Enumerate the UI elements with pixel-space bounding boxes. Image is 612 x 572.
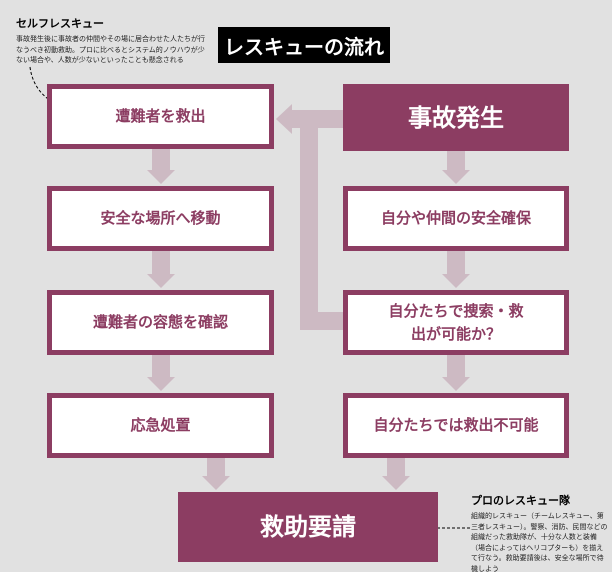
arrow-shaft: [152, 355, 170, 379]
arrow-shaft: [387, 458, 405, 478]
self-rescue-heading: セルフレスキュー: [16, 17, 104, 30]
step-move-to-safety: 安全な場所へ移動: [47, 186, 274, 251]
step-cannot-rescue: 自分たちでは救出不可能: [343, 393, 569, 458]
arrow-head: [147, 274, 175, 288]
arrow-head: [442, 274, 470, 288]
loop-arrow-vertical: [300, 110, 318, 330]
step-can-we-rescue: 自分たちで捜索・救出が可能か？: [343, 290, 569, 355]
arrow-shaft: [447, 150, 465, 170]
self-rescue-note: セルフレスキュー 事故発生後に事故者の仲間やその場に居合わせた人たちが行なうべき…: [16, 15, 206, 66]
arrow-head: [147, 170, 175, 184]
step-request-rescue: 救助要請: [178, 492, 438, 562]
loop-arrow-top: [290, 110, 343, 128]
diagram-title: レスキューの流れ: [218, 27, 390, 63]
self-rescue-text: 事故発生後に事故者の仲間やその場に居合わせた人たちが行なうべき初動救助。プロに比…: [16, 35, 205, 64]
arrow-head: [442, 377, 470, 391]
arrow-shaft: [152, 148, 170, 170]
step-secure-safety: 自分や仲間の安全確保: [343, 186, 569, 251]
loop-arrow-head: [276, 104, 292, 134]
pro-rescue-heading: プロのレスキュー隊: [471, 494, 570, 507]
arrow-shaft: [207, 458, 225, 478]
pro-rescue-note: プロのレスキュー隊 組織的レスキュー（チームレスキュー、第三者レスキュー）。警察…: [471, 492, 609, 572]
arrow-head: [202, 476, 230, 490]
arrow-head: [442, 170, 470, 184]
step-first-aid: 応急処置: [47, 393, 274, 458]
arrow-head: [382, 476, 410, 490]
pro-rescue-text: 組織的レスキュー（チームレスキュー、第三者レスキュー）。警察、消防、民間などの組…: [471, 512, 608, 572]
arrow-head: [147, 377, 175, 391]
arrow-shaft: [447, 250, 465, 274]
step-check-condition: 遭難者の容態を確認: [47, 290, 274, 355]
arrow-shaft: [447, 355, 465, 379]
step-accident: 事故発生: [343, 84, 569, 151]
arrow-shaft: [152, 250, 170, 274]
step-rescue-victim: 遭難者を救出: [47, 84, 274, 149]
